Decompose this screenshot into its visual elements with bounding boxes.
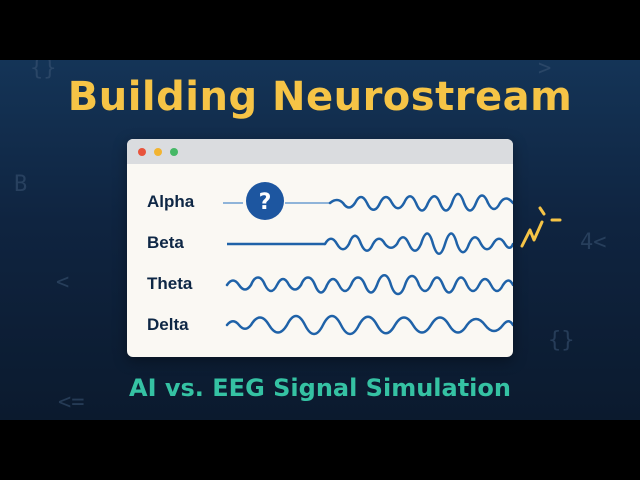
row-label-alpha: Alpha [147,192,195,211]
wave-canvas: ? [223,182,513,336]
theta-wave [225,274,513,296]
sparkle-icon [520,206,562,248]
deco-arrow-left: < [56,270,70,295]
row-label-theta: Theta [147,274,193,293]
question-mark-icon[interactable]: ? [259,190,272,215]
app-window: Alpha Beta Theta Delta ? [127,139,513,357]
beta-wave [323,232,513,255]
delta-wave [225,314,513,336]
letterbox-top [0,0,640,60]
deco-arrow-top-right: > [538,60,552,81]
window-minimize-dot[interactable] [154,148,162,156]
deco-le-bottom-left: <= [58,390,85,415]
deco-bracket-right: 4< [580,230,607,255]
window-titlebar [127,139,513,164]
alpha-wave [328,192,513,212]
page-title: Building Neurostream [67,74,573,120]
row-label-delta: Delta [147,315,189,334]
letterbox-bottom [0,420,640,480]
window-close-dot[interactable] [138,148,146,156]
help-badge-bg [246,182,284,220]
deco-letter: B [14,172,28,197]
deco-braces-top-left: {} [30,60,57,81]
window-maximize-dot[interactable] [170,148,178,156]
page-subtitle: AI vs. EEG Signal Simulation [129,374,511,402]
row-label-beta: Beta [147,233,184,252]
deco-braces-bottom-right: {} [548,328,575,353]
